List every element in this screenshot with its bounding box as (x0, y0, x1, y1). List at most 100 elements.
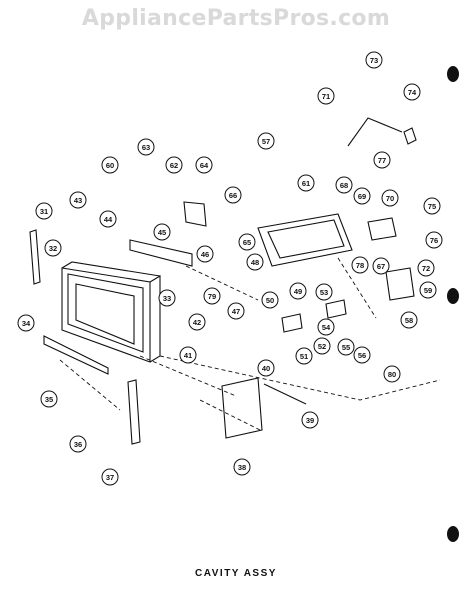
callout-circle (373, 151, 391, 169)
side-bracket-part (385, 267, 415, 301)
callout-57: 57 (257, 132, 275, 150)
callout-49: 49 (289, 282, 307, 300)
callout-73: 73 (365, 51, 383, 69)
callout-label: 76 (430, 236, 438, 245)
callout-label: 63 (142, 143, 150, 152)
callout-label: 54 (322, 323, 331, 332)
callout-label: 47 (232, 307, 240, 316)
callout-circle (289, 282, 307, 300)
callout-label: 59 (424, 286, 432, 295)
front-frame-part (61, 261, 161, 363)
callout-50: 50 (261, 291, 279, 309)
small-plate-part (325, 299, 347, 319)
callout-circle (165, 156, 183, 174)
registration-dot (447, 66, 459, 82)
box-part (367, 217, 397, 241)
callout-label: 70 (386, 194, 394, 203)
callout-54: 54 (317, 318, 335, 336)
callout-circle (224, 186, 242, 204)
top-rail-part (129, 239, 193, 267)
callout-75: 75 (423, 197, 441, 215)
callout-47: 47 (227, 302, 245, 320)
callout-45: 45 (153, 223, 171, 241)
callout-label: 74 (408, 88, 417, 97)
callout-label: 69 (358, 192, 366, 201)
callout-circle (35, 202, 53, 220)
callout-46: 46 (196, 245, 214, 263)
callout-label: 42 (193, 318, 201, 327)
left-strip-part (29, 229, 41, 285)
callout-circle (423, 197, 441, 215)
callout-label: 66 (229, 191, 237, 200)
callout-circle (315, 283, 333, 301)
callout-34: 34 (17, 314, 35, 332)
callout-72: 72 (417, 259, 435, 277)
callout-label: 33 (163, 294, 171, 303)
callout-48: 48 (246, 253, 264, 271)
callout-circle (246, 253, 264, 271)
callout-circle (301, 411, 319, 429)
callout-circle (158, 289, 176, 307)
callout-circle (137, 138, 155, 156)
callout-41: 41 (179, 346, 197, 364)
callout-circle (419, 281, 437, 299)
callout-label: 67 (377, 262, 385, 271)
callout-68: 68 (335, 176, 353, 194)
callout-circle (335, 176, 353, 194)
callout-58: 58 (400, 311, 418, 329)
callout-42: 42 (188, 313, 206, 331)
callout-71: 71 (317, 87, 335, 105)
callout-label: 40 (262, 364, 270, 373)
callout-circle (101, 156, 119, 174)
callout-label: 37 (106, 473, 114, 482)
callout-circle (101, 468, 119, 486)
callout-label: 38 (238, 463, 246, 472)
callout-circle (69, 191, 87, 209)
callout-62: 62 (165, 156, 183, 174)
callout-label: 55 (342, 343, 350, 352)
registration-dot (447, 526, 459, 542)
callout-circle (257, 359, 275, 377)
diagram-caption: CAVITY ASSY (195, 568, 277, 579)
callout-63: 63 (137, 138, 155, 156)
callout-79: 79 (203, 287, 221, 305)
small-plate-part (281, 313, 303, 333)
callout-circle (403, 83, 421, 101)
callout-70: 70 (381, 189, 399, 207)
callout-label: 77 (378, 156, 386, 165)
front-post-part (127, 379, 141, 445)
callout-circle (203, 287, 221, 305)
callout-label: 31 (40, 207, 48, 216)
callout-33: 33 (158, 289, 176, 307)
callout-51: 51 (295, 347, 313, 365)
callout-circle (17, 314, 35, 332)
callout-circle (351, 256, 369, 274)
callout-61: 61 (297, 174, 315, 192)
callout-37: 37 (101, 468, 119, 486)
callout-circle (295, 347, 313, 365)
callout-circle (353, 187, 371, 205)
callout-circle (196, 245, 214, 263)
callout-label: 45 (158, 228, 166, 237)
rod-part (263, 383, 307, 405)
callout-64: 64 (195, 156, 213, 174)
callout-circle (400, 311, 418, 329)
callout-77: 77 (373, 151, 391, 169)
callout-35: 35 (40, 390, 58, 408)
callout-label: 43 (74, 196, 82, 205)
callout-31: 31 (35, 202, 53, 220)
callout-circle (69, 435, 87, 453)
callout-label: 62 (170, 161, 178, 170)
callout-56: 56 (353, 346, 371, 364)
callout-label: 68 (340, 181, 348, 190)
callout-label: 64 (200, 161, 209, 170)
callout-38: 38 (233, 458, 251, 476)
callout-76: 76 (425, 231, 443, 249)
callout-circle (195, 156, 213, 174)
callout-circle (417, 259, 435, 277)
callout-53: 53 (315, 283, 333, 301)
callout-60: 60 (101, 156, 119, 174)
callout-circle (44, 239, 62, 257)
